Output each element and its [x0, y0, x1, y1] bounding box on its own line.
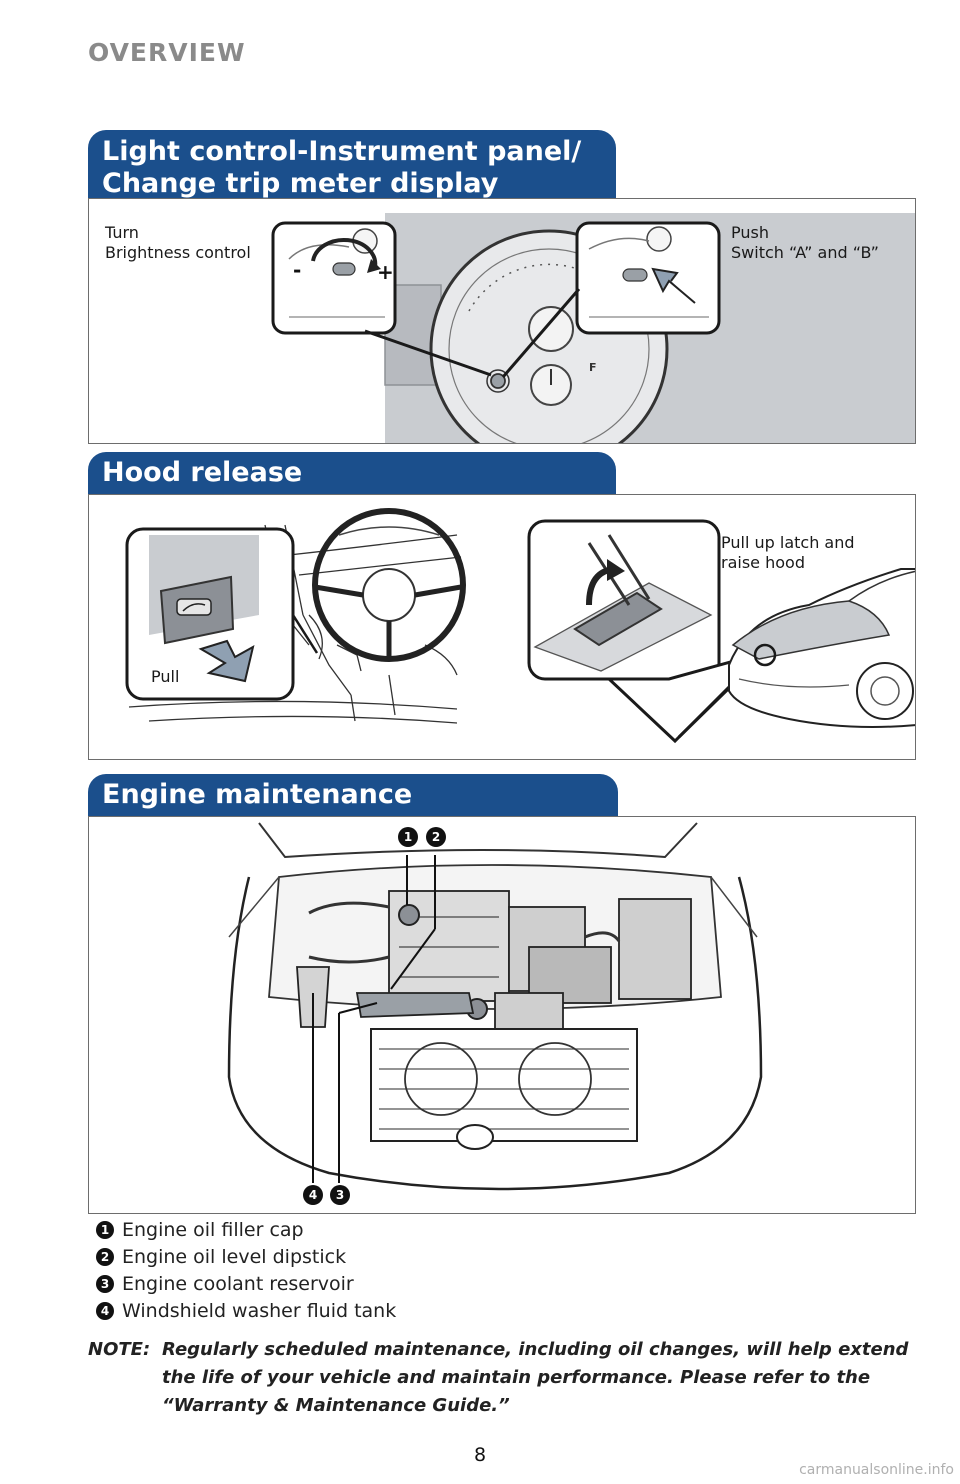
hood-latch	[573, 591, 663, 647]
legend-label: Engine oil filler cap	[122, 1218, 304, 1241]
caption-line: Pull up latch and	[721, 533, 855, 552]
maintenance-note: NOTE: Regularly scheduled maintenance, i…	[88, 1336, 918, 1420]
legend-item: 1 Engine oil filler cap	[96, 1216, 396, 1243]
number-2-icon: 2	[96, 1247, 114, 1266]
raised-hood	[258, 822, 698, 859]
caption-line: Push	[731, 223, 769, 242]
engine-maintenance-section-title: Engine maintenance	[88, 774, 618, 816]
gauge-inner-ring	[448, 248, 650, 443]
engine-maintenance-panel: 1 2 3 4	[88, 816, 916, 1214]
site-watermark: carmanualsonline.info	[799, 1462, 954, 1478]
caption-line: raise hood	[721, 553, 805, 572]
knob-highlight-ring	[486, 369, 510, 393]
hood-lever-icon	[176, 598, 212, 616]
steering-hub	[362, 568, 416, 622]
caption-line: Switch “A” and “B”	[731, 243, 879, 262]
pull-label: Pull	[151, 667, 180, 686]
turn-brightness-caption: Turn Brightness control	[105, 223, 251, 263]
section-title: Engine maintenance	[102, 779, 413, 810]
fuse-box	[618, 898, 692, 1000]
section-title-line1: Light control-Instrument panel/	[102, 136, 582, 167]
switch-push-inset	[575, 221, 721, 335]
car-hood	[731, 600, 891, 660]
gauge-tick-arc	[468, 263, 630, 312]
interior-linework	[128, 524, 462, 724]
front-grille	[370, 1028, 638, 1142]
number-4-icon: 4	[96, 1301, 114, 1320]
dial-plus-mark: +	[377, 260, 394, 284]
legend-label: Engine oil level dipstick	[122, 1245, 347, 1268]
callout-4-icon: 4	[303, 1185, 323, 1205]
push-arrow-icon	[651, 267, 696, 304]
control-knob	[490, 373, 506, 389]
small-gauge-top	[528, 306, 574, 352]
hood-release-section-title: Hood release	[88, 452, 616, 494]
radiator-fan-right	[518, 1042, 592, 1116]
caption-line: Turn	[105, 223, 139, 242]
rotate-arrow-icon	[311, 237, 378, 268]
radiator-fan-left	[404, 1042, 478, 1116]
latch-caption: Pull up latch and raise hood	[721, 533, 855, 573]
fuel-mark: F	[589, 361, 597, 374]
legend-item: 2 Engine oil level dipstick	[96, 1243, 396, 1270]
legend-label: Engine coolant reservoir	[122, 1272, 354, 1295]
hood-release-panel: Pull Pull up latch and raise hood	[88, 494, 916, 760]
dial-minus-mark: -	[293, 258, 301, 282]
page-number: 8	[473, 1444, 487, 1466]
coolant-reservoir	[355, 992, 475, 1018]
note-text: Regularly scheduled maintenance, includi…	[162, 1339, 909, 1416]
oil-filler-cap	[398, 904, 420, 926]
legend-label: Windshield washer fluid tank	[122, 1299, 397, 1322]
engine-bay-illustration	[227, 822, 763, 1191]
note-label: NOTE:	[88, 1339, 151, 1360]
callout-2-icon: 2	[426, 827, 446, 847]
brand-emblem	[456, 1124, 494, 1150]
number-3-icon: 3	[96, 1274, 114, 1293]
hood-release-illustration	[125, 508, 915, 744]
number-1-icon: 1	[96, 1220, 114, 1239]
legend-item: 3 Engine coolant reservoir	[96, 1270, 396, 1297]
pull-arrow-icon	[198, 639, 255, 683]
callout-1-icon: 1	[398, 827, 418, 847]
callout-3-icon: 3	[330, 1185, 350, 1205]
steering-wheel	[312, 508, 466, 662]
light-control-panel: F - + Turn Brightness control Push Switc…	[88, 198, 916, 444]
engine-parts-legend: 1 Engine oil filler cap 2 Engine oil lev…	[96, 1216, 396, 1324]
light-control-section-title: Light control-Instrument panel/ Change t…	[88, 130, 616, 199]
caption-line: Brightness control	[105, 243, 251, 262]
instrument-panel-illustration: F - +	[271, 213, 915, 443]
section-title: Hood release	[102, 457, 303, 488]
push-switch-caption: Push Switch “A” and “B”	[731, 223, 879, 263]
car-wheel	[856, 662, 914, 720]
section-title-line2: Change trip meter display	[102, 168, 499, 199]
legend-item: 4 Windshield washer fluid tank	[96, 1297, 396, 1324]
page-section-heading: OVERVIEW	[88, 38, 246, 67]
latch-location-marker	[753, 643, 777, 667]
